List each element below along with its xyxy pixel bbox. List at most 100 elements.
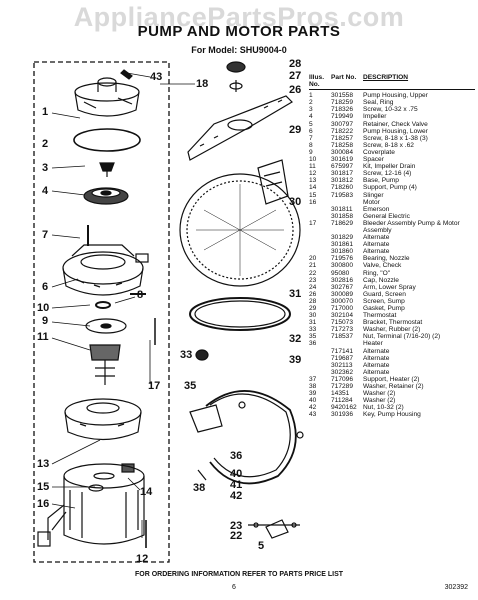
- row-illus-no: 43: [309, 411, 317, 419]
- row-illus-no: 24: [309, 283, 317, 291]
- row-part-no: 719949: [331, 113, 354, 121]
- callout-28: 30: [289, 196, 302, 208]
- callout-36: 39: [289, 354, 302, 366]
- row-part-no: 717141: [331, 347, 354, 355]
- row-part-no: 301858: [331, 212, 354, 220]
- row-part-no: 715073: [331, 319, 354, 327]
- row-description: Coverplate: [363, 148, 395, 156]
- table-row: 301861 Alternate: [309, 241, 475, 248]
- row-illus-no: 3: [309, 106, 313, 114]
- callout-39: 42: [230, 490, 243, 502]
- callout-6: 6: [42, 281, 49, 293]
- row-description: Cap, Nozzle: [363, 276, 399, 284]
- row-illus-no: [309, 206, 331, 213]
- row-part-no: 719576: [331, 255, 354, 263]
- row-description: Support, Heater (2): [363, 375, 420, 383]
- row-description: Impeller: [363, 113, 387, 121]
- row-description: Screw, 10-32 x .75: [363, 106, 418, 114]
- row-part-no: 300797: [331, 120, 354, 128]
- row-description: Alternate: [363, 241, 390, 249]
- row-illus-no: 16: [309, 198, 317, 206]
- callout-7: 7: [42, 229, 49, 241]
- row-illus-no: 4: [309, 113, 313, 121]
- callout-25: 27: [289, 70, 302, 82]
- row-illus-no: [309, 248, 331, 255]
- row-illus-no: 20: [309, 255, 317, 263]
- header-illus-no: Illus. No.: [309, 74, 325, 89]
- row-part-no: 711284: [331, 397, 353, 405]
- row-part-no: 718257: [331, 134, 354, 142]
- row-illus-no: [309, 234, 331, 241]
- row-illus-no: 10: [309, 156, 317, 164]
- row-description: Seal, Ring: [363, 99, 394, 107]
- row-part-no: 95080: [331, 269, 350, 277]
- callout-4: 4: [42, 185, 49, 197]
- row-part-no: 301817: [331, 170, 354, 178]
- callout-13: 13: [37, 458, 50, 470]
- row-description: Emerson: [363, 205, 390, 213]
- row-part-no: 301861: [331, 241, 354, 249]
- row-illus-no: 2: [309, 99, 313, 107]
- ordering-info-footer: FOR ORDERING INFORMATION REFER TO PARTS …: [134, 571, 344, 578]
- row-description: Valve, Check: [363, 262, 402, 270]
- row-description: Washer, Retainer (2): [363, 383, 424, 391]
- parts-list-header: Illus. No. Part No. DESCRIPTION: [309, 74, 475, 91]
- callout-2: 2: [42, 138, 49, 150]
- row-part-no: 300800: [331, 262, 354, 270]
- document-code: 302392: [444, 584, 468, 591]
- row-part-no: 300084: [331, 148, 354, 156]
- row-description: Bearing, Nozzle: [363, 255, 410, 263]
- table-row: 717141 Alternate: [309, 348, 475, 355]
- callout-18: 18: [196, 78, 209, 90]
- row-description: Screen, Sump: [363, 297, 405, 305]
- row-illus-no: [309, 241, 331, 248]
- row-illus-no: 29: [309, 305, 317, 312]
- row-part-no: 301812: [331, 177, 354, 185]
- row-part-no: 717289: [331, 383, 354, 391]
- callout-9: 9: [42, 315, 49, 327]
- row-part-no: 301558: [331, 92, 354, 100]
- row-description: Pump Housing, Upper: [363, 92, 428, 100]
- row-description: Alternate: [363, 347, 390, 355]
- row-description: Bleeder Assembly Pump & Motor Assembly: [363, 219, 460, 234]
- callout-43: 43: [150, 71, 163, 83]
- row-part-no: 301829: [331, 234, 354, 242]
- row-description: Alternate: [363, 248, 390, 256]
- callout-16: 16: [37, 498, 50, 510]
- row-illus-no: 40: [309, 397, 317, 405]
- row-part-no: 300070: [331, 297, 354, 305]
- row-illus-no: 22: [309, 269, 317, 277]
- row-description: General Electric: [363, 212, 410, 220]
- row-illus-no: [309, 213, 331, 220]
- row-description: Washer, Rubber (2): [363, 326, 421, 334]
- row-part-no: [331, 340, 363, 347]
- callout-38: 41: [230, 479, 243, 491]
- row-description: Key, Pump Housing: [363, 411, 421, 419]
- row-part-no: 718222: [331, 127, 354, 135]
- callout-14: 14: [140, 486, 153, 498]
- callout-23: 23: [230, 520, 243, 532]
- row-description: Washer (2): [363, 397, 396, 405]
- row-description: Nut, 10-32 (2): [363, 404, 404, 412]
